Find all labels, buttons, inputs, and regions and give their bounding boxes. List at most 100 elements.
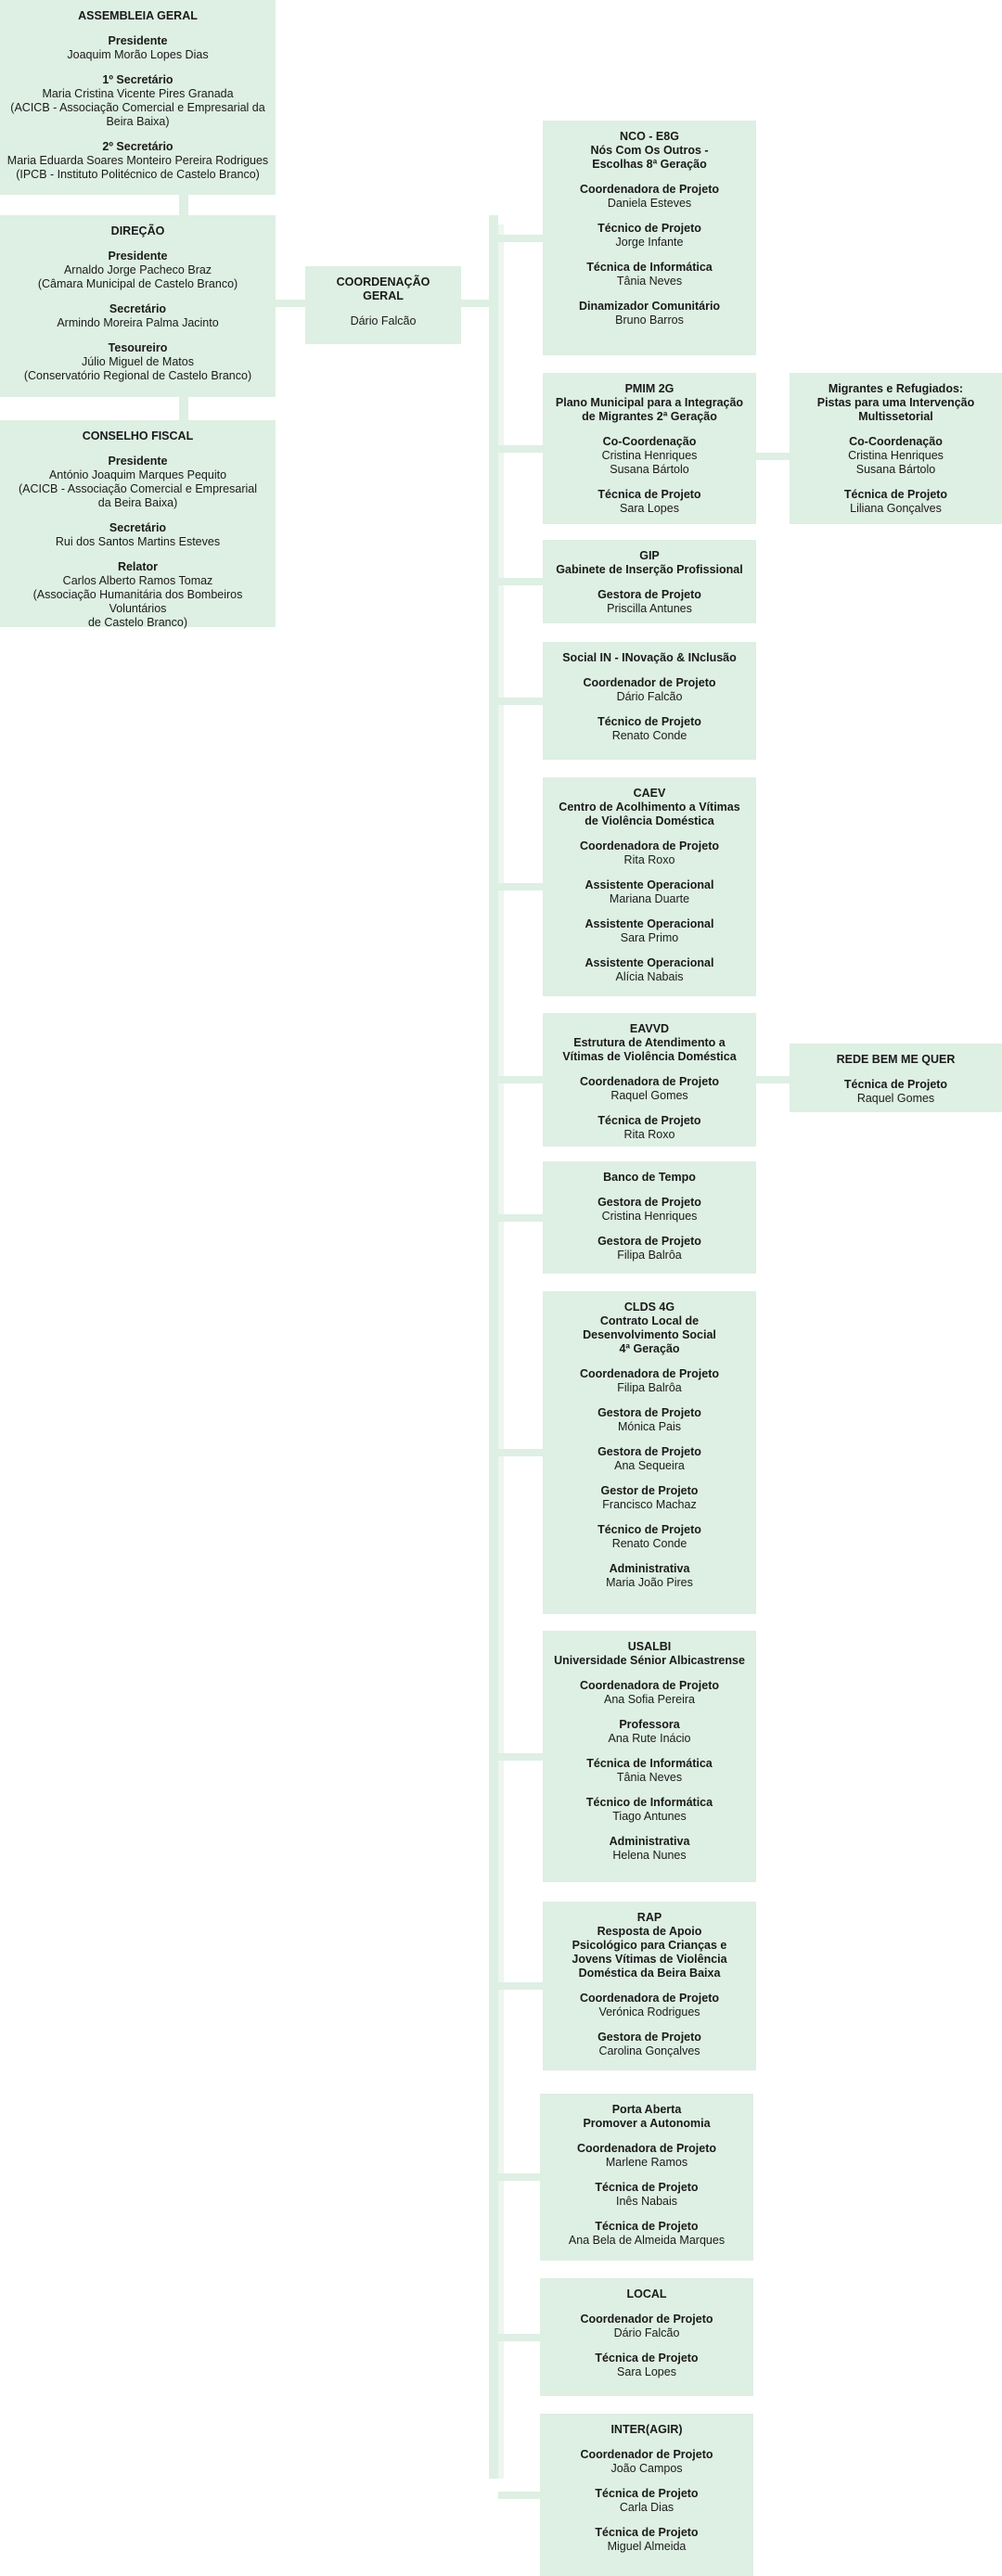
branch-connector [498, 2492, 540, 2499]
role-holder: Carolina Gonçalves [598, 2044, 700, 2057]
box-title: GIP Gabinete de Inserção Profissional [556, 549, 743, 576]
role-title: Técnico de Projeto [597, 1523, 701, 1536]
box-eavvd: EAVVD Estrutura de Atendimento a Vítimas… [543, 1013, 756, 1147]
role-title: Coordenador de Projeto [580, 2313, 713, 2326]
role-holder: Liliana Gonçalves [850, 502, 942, 515]
branch-connector [498, 1449, 543, 1456]
role-title: Técnico de Projeto [597, 222, 701, 235]
branch-connector [498, 578, 543, 585]
role-holder: Rui dos Santos Martins Esteves [55, 535, 221, 548]
role-holder: Maria Eduarda Soares Monteiro Pereira Ro… [6, 154, 269, 181]
connector-coordenacao-tree [461, 300, 490, 307]
role-title: Coordenador de Projeto [583, 676, 716, 689]
role-title: Presidente [108, 250, 168, 263]
connector-eavvd-rede [756, 1076, 790, 1083]
role-title: Coordenadora de Projeto [579, 1992, 720, 2005]
role-holder: Mónica Pais [617, 1420, 682, 1433]
role-holder: Ana Rute Inácio [608, 1732, 691, 1745]
role-title: Presidente [108, 455, 168, 468]
box-title: NCO - E8G Nós Com Os Outros - Escolhas 8… [590, 130, 709, 171]
box-title: USALBI Universidade Sénior Albicastrense [554, 1640, 745, 1667]
role-title: Técnico de Projeto [597, 715, 701, 728]
role-holder: Miguel Almeida [607, 2540, 687, 2553]
role-holder: Maria João Pires [606, 1576, 693, 1589]
role-holder: Arnaldo Jorge Pacheco Braz (Câmara Munic… [37, 263, 238, 290]
role-title: Técnica de Informática [586, 1757, 713, 1770]
box-title: RAP Resposta de Apoio Psicológico para C… [572, 1911, 727, 1980]
role-holder: Verónica Rodrigues [598, 2006, 700, 2019]
role-title: Técnica de Projeto [595, 2526, 699, 2539]
role-holder: Tânia Neves [616, 275, 683, 288]
role-holder: Filipa Balrôa [617, 1249, 682, 1262]
role-holder: Dário Falcão [613, 2326, 680, 2339]
role-title: Professora [619, 1718, 680, 1731]
box-nco: NCO - E8G Nós Com Os Outros - Escolhas 8… [543, 121, 756, 355]
branch-connector [498, 883, 543, 891]
branch-connector [498, 445, 543, 453]
role-title: Técnica de Projeto [595, 2181, 699, 2194]
box-title: Porta Aberta Promover a Autonomia [583, 2103, 711, 2130]
role-title: Co-Coordenação [849, 435, 943, 448]
role-title: Técnica de Informática [586, 261, 713, 274]
box-title: ASSEMBLEIA GERAL [78, 9, 198, 22]
role-holder: Sara Lopes [620, 502, 679, 515]
role-title: Gestora de Projeto [597, 1445, 701, 1458]
role-title: Administrativa [609, 1562, 690, 1575]
role-holder: Joaquim Morão Lopes Dias [67, 48, 209, 61]
box-title: CAEV Centro de Acolhimento a Vítimas de … [559, 787, 740, 827]
role-title: Assistente Operacional [584, 878, 714, 891]
role-holder: Júlio Miguel de Matos (Conservatório Reg… [23, 355, 252, 382]
role-entry: Dário Falcão [309, 314, 457, 328]
box-title: PMIM 2G Plano Municipal para a Integraçã… [555, 382, 744, 423]
box-title: Social IN - INovação & INclusão [562, 651, 737, 664]
connector-main-trunk [489, 215, 498, 2479]
role-holder: Tânia Neves [616, 1771, 683, 1784]
role-holder: Ana Sofia Pereira [604, 1693, 695, 1706]
role-title: Secretário [109, 521, 167, 534]
role-title: Coordenadora de Projeto [579, 1679, 720, 1692]
role-holder: Carlos Alberto Ramos Tomaz (Associação H… [32, 574, 243, 629]
role-title: Gestora de Projeto [597, 1235, 701, 1248]
role-holder: Rita Roxo [623, 853, 675, 866]
role-title: Dinamizador Comunitário [578, 300, 721, 313]
role-holder: Cristina Henriques [601, 1210, 698, 1223]
box-rap: RAP Resposta de Apoio Psicológico para C… [543, 1902, 756, 2070]
role-holder: João Campos [610, 2462, 683, 2475]
branch-connector [498, 698, 543, 705]
role-holder: Tiago Antunes [612, 1810, 687, 1823]
role-holder: Cristina Henriques Susana Bártolo [848, 449, 944, 476]
role-holder: Mariana Duarte [609, 892, 690, 905]
role-holder: Filipa Balrôa [617, 1381, 682, 1394]
role-title: Técnico de Informática [585, 1796, 713, 1809]
branch-connector [498, 235, 543, 242]
role-holder: Inês Nabais [615, 2195, 677, 2208]
